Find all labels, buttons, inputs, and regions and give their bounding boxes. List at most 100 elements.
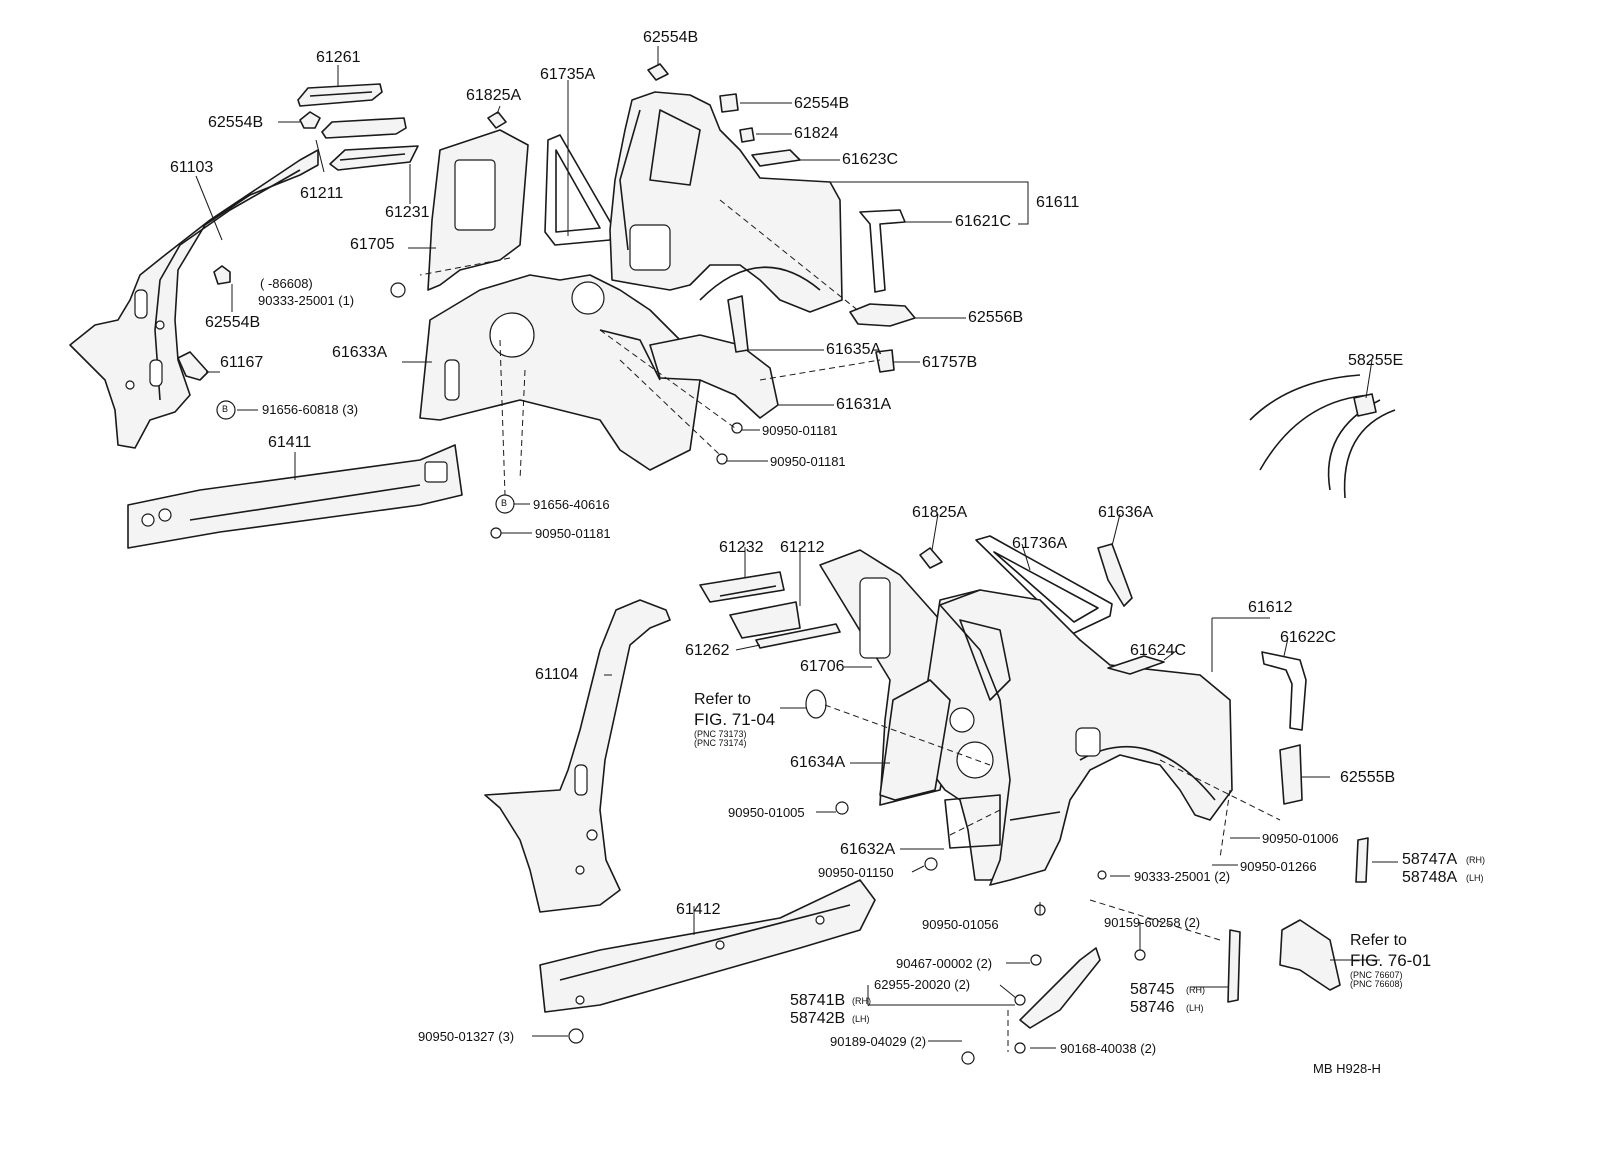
label-58255e: 58255E	[1348, 352, 1404, 369]
label-61736a: 61736A	[1012, 535, 1068, 552]
label-61632a: 61632A	[840, 841, 896, 858]
part-61825a-clip-b	[919, 547, 943, 569]
label-90950-01266: 90950-01266	[1240, 859, 1317, 874]
part-61412-rocker	[539, 879, 876, 1013]
label-b-marker-2: B	[501, 498, 508, 508]
label-61633a: 61633A	[332, 344, 388, 361]
refer-label: Refer to	[1350, 932, 1407, 949]
part-61611-quarter-panel	[609, 91, 843, 313]
part-61232-strip	[699, 571, 801, 639]
part-61705-inner-pillar	[427, 129, 529, 291]
part-61624c-bracket	[1107, 655, 1165, 675]
label-90168: 90168-40038 (2)	[1060, 1041, 1157, 1056]
label-61211: 61211	[300, 185, 344, 202]
label-90333-2: 90333-25001 (2)	[1134, 869, 1231, 884]
part-61211-strip	[321, 117, 419, 171]
label-61623c: 61623C	[842, 151, 899, 168]
part-62554b-clip-b	[647, 63, 755, 143]
label-61411: 61411	[268, 434, 312, 451]
label-58748a: 58748A	[1402, 869, 1458, 886]
label-90950-01150: 90950-01150	[818, 865, 894, 880]
label-90159: 90159-60258 (2)	[1104, 915, 1201, 930]
part-61103-front-pillar	[69, 149, 319, 449]
label-90950-01181: 90950-01181	[535, 526, 611, 541]
part-61735a-frame	[544, 134, 613, 246]
part-61622c-trim	[1261, 651, 1307, 731]
part-61631a-arch	[649, 334, 779, 419]
label-90467: 90467-00002 (2)	[896, 956, 993, 971]
label-61706: 61706	[800, 658, 845, 675]
label-61104: 61104	[535, 666, 579, 683]
label-62554b: 62554B	[205, 314, 261, 331]
label-86608: ( -86608)	[260, 276, 313, 291]
part-61757b-clip	[875, 349, 895, 373]
part-58745-moulding	[1227, 929, 1241, 1003]
label-62554b: 62554B	[643, 29, 699, 46]
label-58745: 58745	[1130, 981, 1175, 998]
label-61622c: 61622C	[1280, 629, 1337, 646]
part-61167-bracket	[177, 351, 209, 381]
label-61735a: 61735A	[540, 66, 596, 83]
label-61624c: 61624C	[1130, 642, 1187, 659]
refer-fig-label: FIG. 76-01	[1350, 951, 1432, 970]
part-61621c-trim	[859, 209, 906, 293]
label-61824: 61824	[794, 125, 839, 142]
part-58747a-moulding	[1355, 837, 1369, 883]
diagram-code: MB H928-H	[1313, 1061, 1381, 1076]
label-61611: 61611	[1036, 194, 1080, 211]
refer-pnc-label: (PNC 73173)	[694, 729, 747, 739]
part-61623c-bracket	[751, 149, 801, 167]
label-61631a: 61631A	[836, 396, 892, 413]
label-90950-01005: 90950-01005	[728, 805, 805, 820]
label-61232: 61232	[719, 539, 764, 556]
label-61621c: 61621C	[955, 213, 1012, 230]
label-91656-60818: 91656-60818 (3)	[262, 402, 359, 417]
label-58742b: 58742B	[790, 1010, 846, 1027]
part-mudflap	[1279, 919, 1341, 991]
part-58255e-liner	[1249, 374, 1396, 499]
label-61705: 61705	[350, 236, 395, 253]
label-lh: (LH)	[1186, 1003, 1204, 1013]
label-90950-01181: 90950-01181	[770, 454, 846, 469]
label-61635a: 61635A	[826, 341, 882, 358]
refer-fig-71: Refer to FIG. 71-04 (PNC 73173) (PNC 731…	[694, 692, 775, 748]
label-lh: (LH)	[852, 1014, 870, 1024]
label-58741b: 58741B	[790, 992, 846, 1009]
part-62555b-pad	[1279, 744, 1303, 805]
refer-pnc-label: (PNC 76607)	[1350, 970, 1403, 980]
label-62554b: 62554B	[794, 95, 850, 112]
refer-label: Refer to	[694, 691, 751, 708]
part-61612-quarter-panel	[939, 589, 1233, 886]
part-fasteners-lower	[961, 949, 1146, 1065]
label-lh: (LH)	[1466, 873, 1484, 883]
label-91656-40616: 91656-40616	[533, 497, 610, 512]
label-90950-01056: 90950-01056	[922, 917, 999, 932]
part-90950-01327-nut	[568, 1028, 584, 1044]
part-61633a-wheelhouse	[419, 274, 701, 471]
label-b-marker-1: B	[222, 404, 229, 414]
part-61411-rocker	[127, 444, 463, 549]
part-61261-strip	[297, 83, 383, 107]
label-62555b: 62555B	[1340, 769, 1396, 786]
part-61104-pillar	[484, 599, 671, 913]
label-90950-01181: 90950-01181	[762, 423, 838, 438]
label-58746: 58746	[1130, 999, 1175, 1016]
label-rh: (RH)	[1466, 855, 1485, 865]
label-58747a: 58747A	[1402, 851, 1458, 868]
label-61636a: 61636A	[1098, 504, 1154, 521]
label-90950-01327: 90950-01327 (3)	[418, 1029, 515, 1044]
label-62556b: 62556B	[968, 309, 1024, 326]
label-90950-01006: 90950-01006	[1262, 831, 1339, 846]
refer-pnc-label: (PNC 73174)	[694, 738, 747, 748]
refer-fig-76: Refer to FIG. 76-01 (PNC 76607) (PNC 766…	[1350, 933, 1431, 989]
label-61167: 61167	[220, 354, 264, 371]
label-61825a: 61825A	[912, 504, 968, 521]
label-61634a: 61634A	[790, 754, 846, 771]
label-61262: 61262	[685, 642, 730, 659]
label-61612: 61612	[1248, 599, 1293, 616]
refer-fig-label: FIG. 71-04	[694, 710, 776, 729]
part-61636a-bracket	[1097, 543, 1133, 607]
label-62955: 62955-20020 (2)	[874, 977, 971, 992]
